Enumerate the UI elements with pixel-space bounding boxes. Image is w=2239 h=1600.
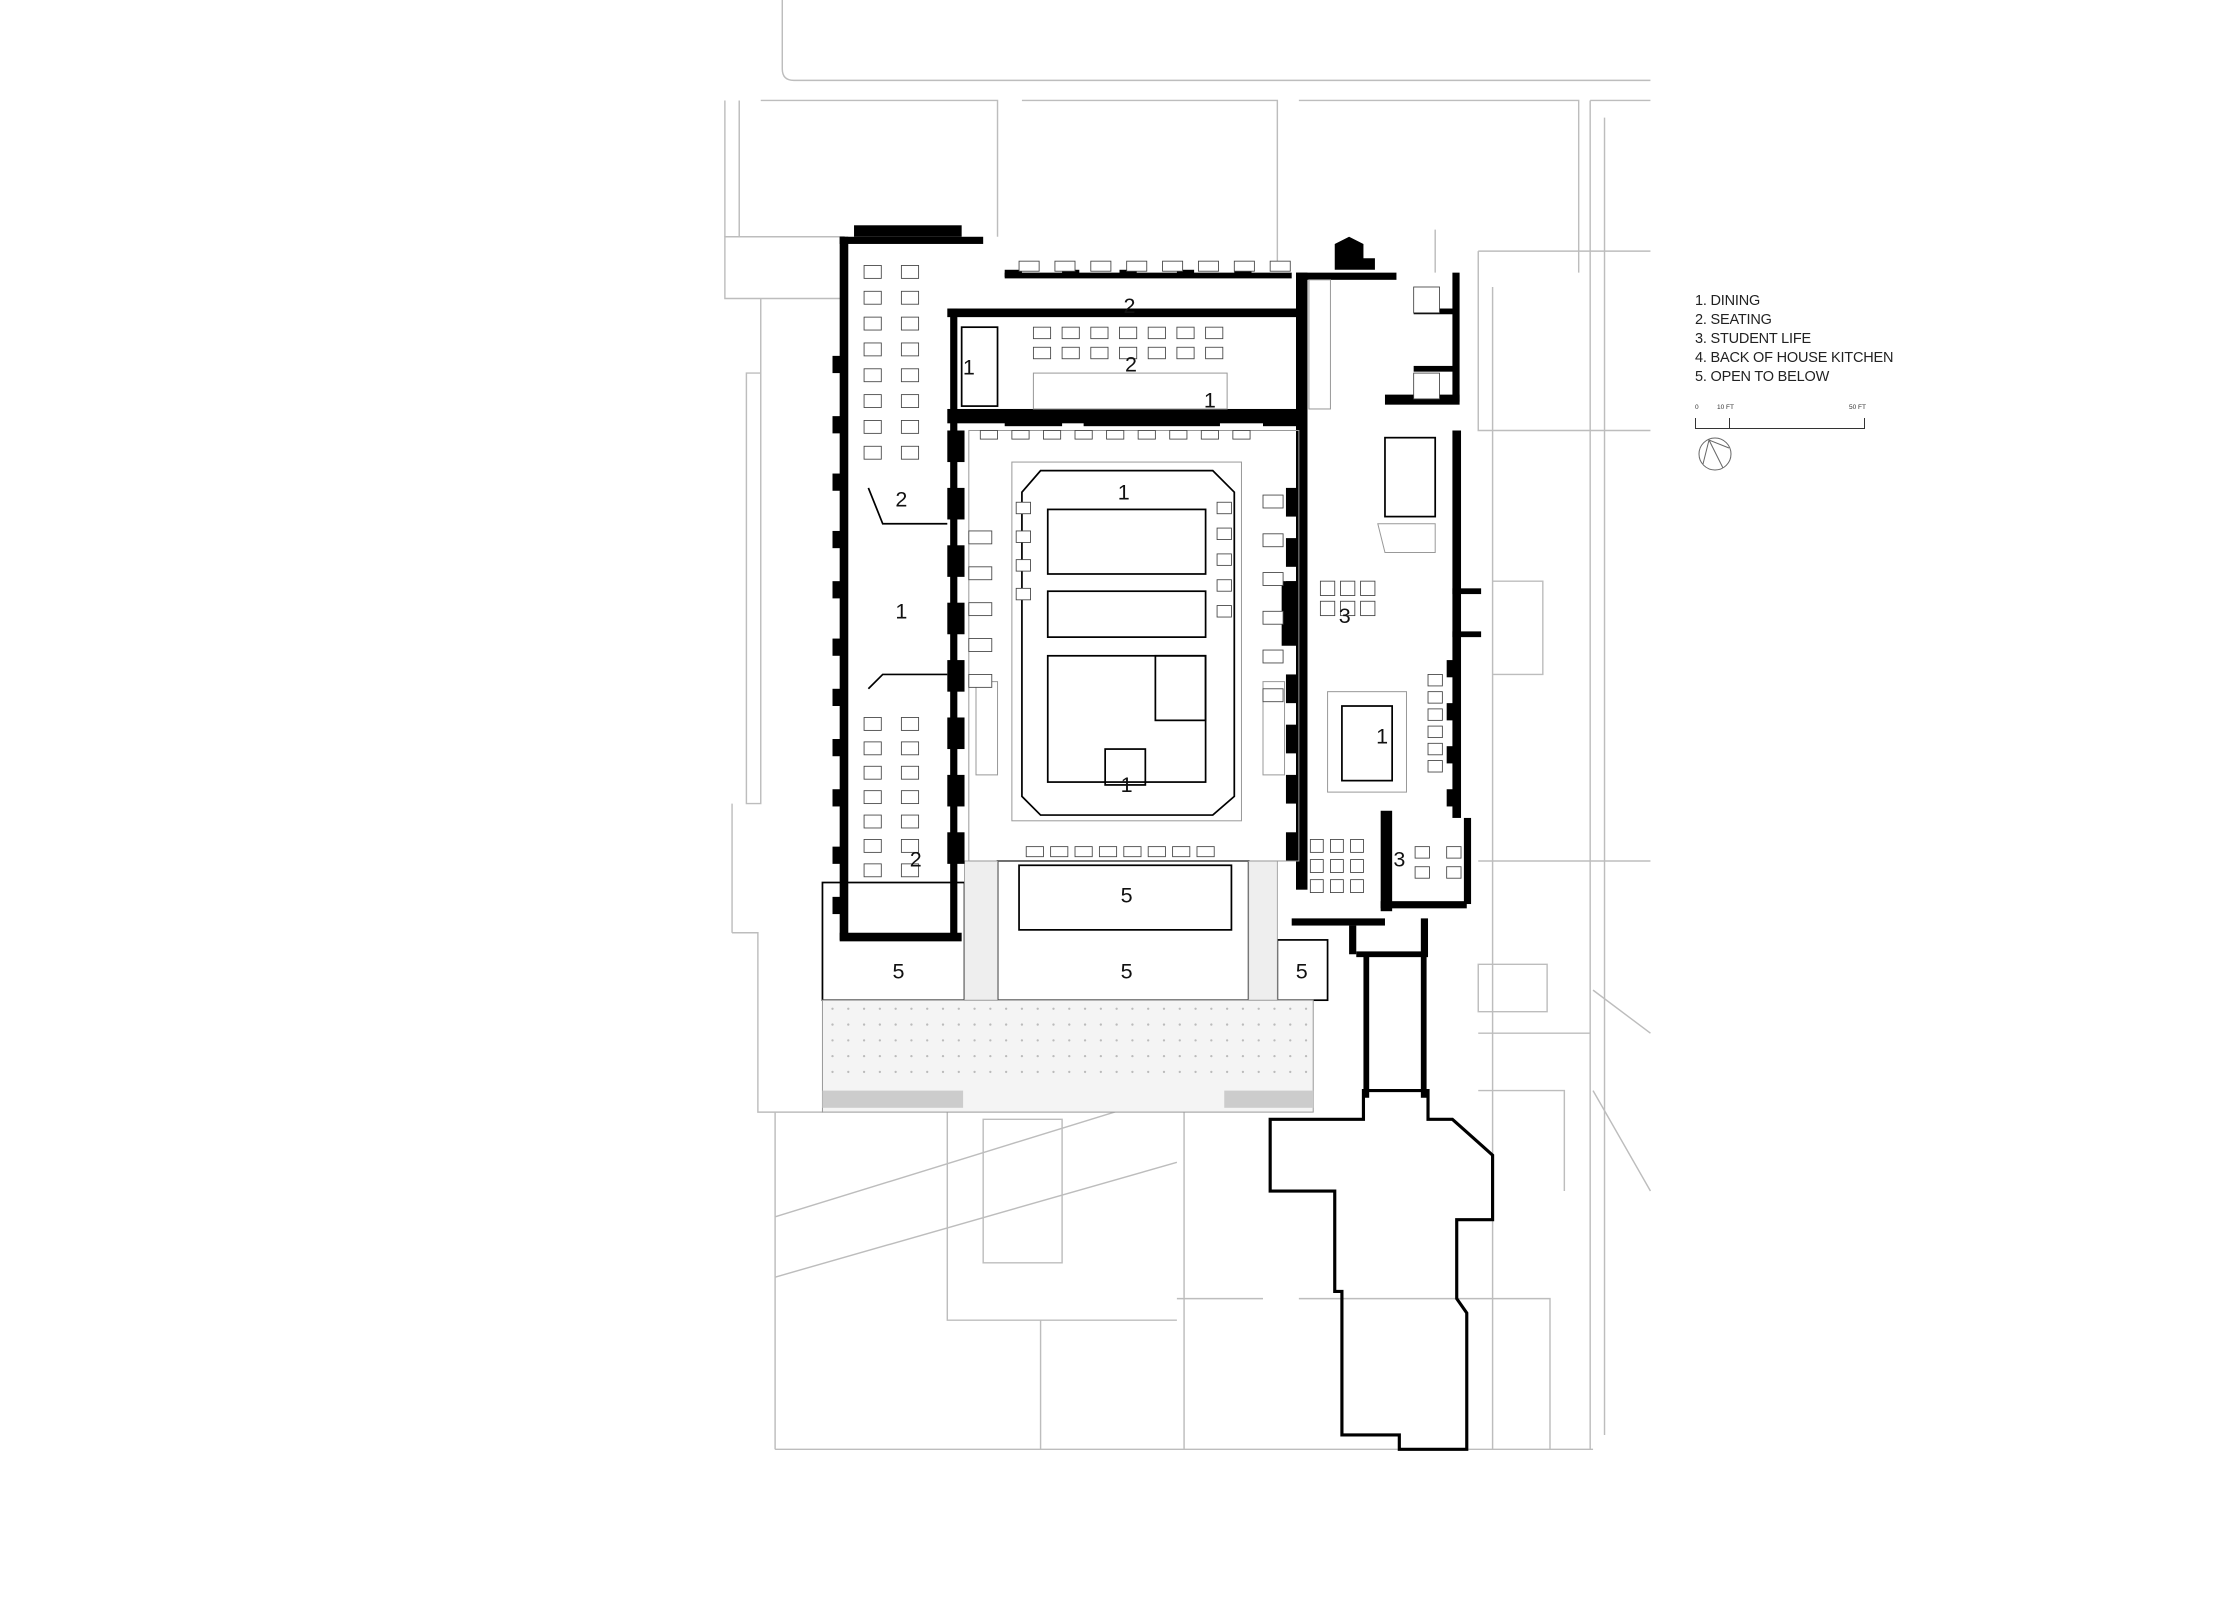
legend-item-seating: 2. SEATING	[1695, 312, 1772, 328]
legend-item-student-life: 3. STUDENT LIFE	[1695, 331, 1811, 347]
site-context	[724, 0, 1652, 1451]
legend-item-dining: 1. DINING	[1695, 293, 1761, 309]
north-arrow-icon	[1698, 437, 1732, 471]
furniture	[863, 260, 1462, 893]
room-label: 2	[1124, 294, 1136, 318]
scale-label-10: 10 FT	[1717, 404, 1734, 411]
room-label: 3	[1339, 604, 1351, 628]
columns	[832, 269, 1460, 915]
scale-label-0: 0	[1695, 404, 1699, 411]
room-label: 1	[963, 356, 975, 380]
room-label: 2	[895, 488, 907, 512]
room-label: 5	[893, 960, 905, 984]
room-label: 1	[895, 599, 907, 623]
room-label: 1	[1121, 773, 1133, 797]
room-label: 5	[1121, 960, 1133, 984]
room-label: 3	[1393, 848, 1405, 872]
room-label: 5	[1296, 960, 1308, 984]
open-to-below-areas	[821, 860, 1329, 1113]
room-label: 1	[1376, 724, 1388, 748]
room-label: 1	[1204, 389, 1216, 413]
legend-item-open-to-below: 5. OPEN TO BELOW	[1695, 369, 1830, 385]
scale-label-50: 50 FT	[1849, 404, 1866, 411]
room-label: 2	[910, 848, 922, 872]
legend: 1. DINING 2. SEATING 3. STUDENT LIFE 4. …	[1695, 292, 1893, 387]
room-label: 2	[1125, 353, 1137, 377]
south-building-outline	[1268, 1089, 1495, 1451]
room-labels: 2 2 1 1 2 1 3 1 1 2 3 5 5 5 5 1	[893, 294, 1406, 984]
room-label: 1	[1118, 480, 1130, 504]
legend-item-kitchen: 4. BACK OF HOUSE KITCHEN	[1695, 350, 1894, 366]
room-label: 5	[1121, 884, 1133, 908]
scale-bar: 0 10 FT 50 FT	[1695, 404, 1870, 464]
